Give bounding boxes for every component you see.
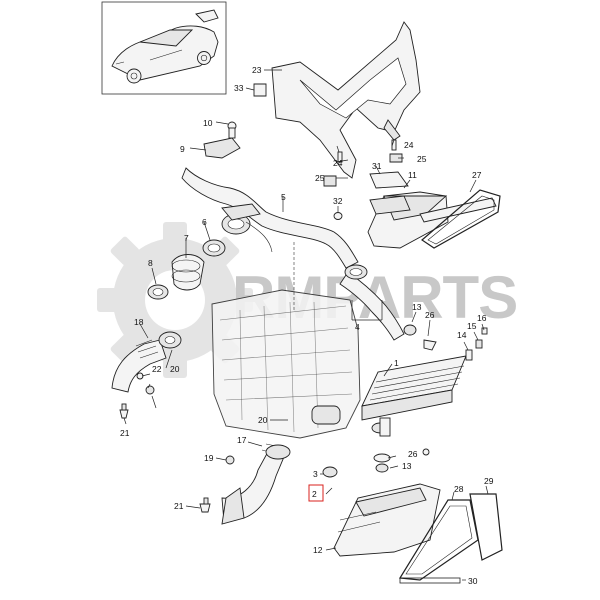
callout-32: 32	[333, 196, 343, 206]
callout-labels: 1 2 3 4 5 6 7 8 9 10 11 12 13 13 14 15 1…	[120, 65, 494, 586]
callout-19: 19	[204, 453, 214, 463]
callout-13-upper: 13	[412, 302, 422, 312]
callout-21-lower: 21	[174, 501, 184, 511]
callout-24-right: 24	[404, 140, 414, 150]
callout-14: 14	[457, 330, 467, 340]
callout-23: 23	[252, 65, 262, 75]
callout-29: 29	[484, 476, 494, 486]
frame-bracket	[271, 21, 421, 179]
callout-10: 10	[203, 118, 213, 128]
intake-pipe-5	[181, 167, 359, 269]
callout-21-left: 21	[120, 428, 130, 438]
duct-12	[333, 483, 441, 557]
callout-25-left: 25	[315, 173, 325, 183]
callout-1: 1	[394, 358, 399, 368]
callout-26-upper: 26	[425, 310, 435, 320]
callout-22: 22	[152, 364, 162, 374]
hose-4	[339, 264, 405, 341]
bolt-21-left	[119, 403, 129, 419]
callout-31: 31	[372, 161, 382, 171]
flange-9	[203, 121, 241, 159]
small-fasteners	[136, 83, 488, 478]
callout-8: 8	[148, 258, 153, 268]
callout-27: 27	[472, 170, 482, 180]
car-thumbnail-icon	[101, 1, 227, 95]
callout-5: 5	[281, 192, 286, 202]
callout-9: 9	[180, 144, 185, 154]
callout-33: 33	[234, 83, 244, 93]
callout-25-right: 25	[417, 154, 427, 164]
callout-15: 15	[467, 321, 477, 331]
callout-28: 28	[454, 484, 464, 494]
callout-3: 3	[313, 469, 318, 479]
intercooler-1	[361, 355, 467, 437]
seal-27	[421, 189, 501, 249]
hose-18	[111, 331, 182, 393]
callout-6: 6	[202, 217, 207, 227]
seal-28	[398, 499, 479, 581]
highlight-box-callout-2	[308, 484, 324, 502]
bolt-21-lower	[199, 497, 211, 513]
hose-clamps	[147, 239, 226, 300]
callout-30: 30	[468, 576, 478, 586]
callout-17: 17	[237, 435, 247, 445]
callout-20-left: 20	[170, 364, 180, 374]
leader-lines	[123, 69, 489, 581]
engine-block	[211, 289, 361, 439]
callout-2: 2	[312, 489, 317, 499]
callout-11: 11	[408, 170, 417, 180]
hose-17	[221, 443, 291, 525]
callout-12: 12	[313, 545, 323, 555]
callout-7: 7	[184, 233, 189, 243]
seal-30	[399, 577, 461, 584]
seal-29	[469, 493, 503, 561]
callout-4: 4	[355, 322, 360, 332]
callout-16: 16	[477, 313, 487, 323]
callout-20-right: 20	[258, 415, 268, 425]
callout-18: 18	[134, 317, 144, 327]
callout-26-lower: 26	[408, 449, 418, 459]
callout-13-lower: 13	[402, 461, 412, 471]
bracket-31	[369, 171, 411, 215]
callout-24-left: 24	[333, 158, 343, 168]
